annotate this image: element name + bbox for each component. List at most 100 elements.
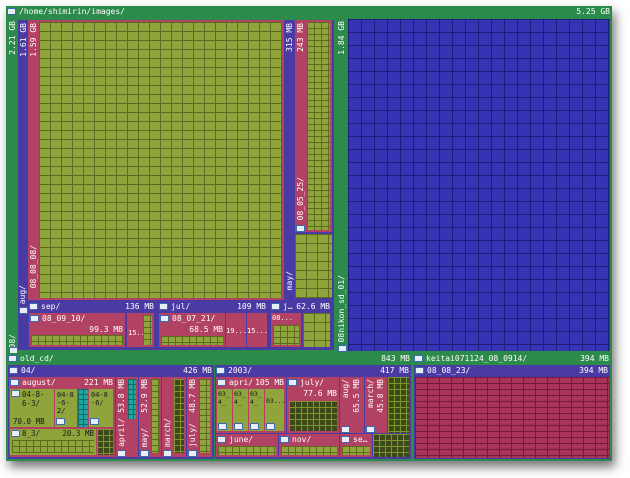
folder-name: sep/ bbox=[41, 302, 61, 311]
folder-icon bbox=[140, 450, 149, 457]
folder-header: sep/ bbox=[340, 434, 372, 445]
folder-may-04[interactable]: 52.9 MB may/ bbox=[139, 377, 161, 457]
folder-may[interactable]: 315 MB may/ 243 MB 08_05_25/ bbox=[284, 20, 334, 300]
folder-aug-03[interactable]: 65.5 MB aug/ bbox=[340, 377, 364, 433]
jun-header: jun/ 62.6 MB bbox=[270, 301, 332, 312]
folder-1-59gb[interactable]: 1.59 GB 08_08_08/ bbox=[28, 20, 284, 300]
folder-sep[interactable]: sep/ 136 MB 08_09_10/ 99.3 MB bbox=[28, 301, 156, 349]
folder-icon bbox=[30, 315, 39, 322]
image-files-grid bbox=[295, 234, 332, 298]
folder-header: 04/ 426 MB bbox=[8, 365, 214, 376]
folder-header: apri/ 105 MB bbox=[216, 377, 286, 388]
folder-name: may/ bbox=[140, 427, 149, 447]
folder-1-61gb[interactable]: 1.61 GB 1.59 GB 08_08_08/ aug/ 315 MB ma… bbox=[18, 20, 334, 350]
folder-name: 04-8-6/ bbox=[91, 391, 108, 407]
folder-size: 53.8 MB bbox=[117, 379, 126, 413]
folder-name: aug/ bbox=[341, 379, 350, 399]
image-files-grid bbox=[373, 434, 409, 457]
folder-truncated[interactable]: 19... bbox=[226, 313, 247, 347]
folder-08-07-21[interactable]: 08_07_21/ 68.5 MB bbox=[159, 313, 225, 347]
folder-size: 394 MB bbox=[579, 366, 608, 375]
image-files-grid bbox=[307, 22, 330, 230]
root-folder[interactable]: /home/shimirin/images/ 5.25 GB 2.21 GB 0… bbox=[6, 6, 612, 461]
folder-size: 20.3 MB bbox=[62, 429, 94, 438]
folder-truncated-2[interactable]: 15... bbox=[247, 313, 268, 347]
root-header: /home/shimirin/images/ 5.25 GB bbox=[6, 6, 612, 17]
folder-08-05-25[interactable]: 243 MB 08_05_25/ bbox=[295, 20, 332, 232]
folder-08-08-23[interactable]: 08_08_23/ 394 MB bbox=[414, 365, 610, 459]
folder-size: 77.6 MB bbox=[303, 389, 337, 398]
folder-jun[interactable]: jun/ 62.6 MB 08... bbox=[270, 301, 332, 349]
folder-august[interactable]: august/ 221 MB 04-8-6-3/ 70.0 MB 04-8-6-… bbox=[9, 377, 115, 457]
folder-icon bbox=[11, 430, 20, 437]
folder-label: 08_08_08/ bbox=[29, 244, 38, 288]
folder-july-04[interactable]: 48.7 MB july/ bbox=[187, 377, 212, 457]
folder-truncated[interactable]: 15... bbox=[127, 313, 154, 347]
folder-name: old_cd/ bbox=[20, 354, 54, 363]
image-files-grid bbox=[31, 335, 123, 345]
size-label: 315 MB bbox=[285, 23, 294, 52]
folder-june-03[interactable]: june/ bbox=[216, 434, 278, 457]
folder-03-4-27[interactable]: 03_4_ bbox=[233, 389, 248, 431]
folder-icon bbox=[414, 355, 423, 362]
folder-name: july/ bbox=[188, 422, 197, 447]
sep-header: sep/ 136 MB bbox=[28, 301, 156, 312]
folder-size: 48.7 MB bbox=[188, 379, 197, 413]
folder-april[interactable]: 53.8 MB april/ bbox=[116, 377, 138, 457]
folder-03-4-14b[interactable]: 03_4_ bbox=[249, 389, 264, 431]
folder-03-truncated[interactable]: 03... bbox=[265, 389, 286, 431]
folder-size: 221 MB bbox=[84, 378, 113, 387]
image-files-grid bbox=[151, 379, 159, 453]
folder-images-2-21gb[interactable]: 2.21 GB 08/ 1.61 GB 1.59 GB 08_08_08/ au… bbox=[7, 18, 335, 354]
folder-icon bbox=[366, 426, 375, 433]
folder-icon bbox=[271, 303, 280, 310]
folder-sep-03[interactable]: sep/ bbox=[340, 434, 372, 457]
folder-icon bbox=[117, 450, 126, 457]
folder-nov-03[interactable]: nov/ bbox=[279, 434, 339, 457]
folder-04-8-6-3[interactable]: 04-8-6-3/ 70.0 MB bbox=[10, 389, 54, 427]
folder-july-03[interactable]: july/ 77.6 MB bbox=[287, 377, 339, 433]
folder-keitai[interactable]: keitai071124_08_0914/ 394 MB 08_08_23/ 3… bbox=[413, 353, 611, 460]
folder-size-row: 77.6 MB bbox=[287, 388, 339, 399]
image-files-grid bbox=[199, 379, 210, 453]
folder-size: 843 MB bbox=[381, 354, 410, 363]
folder-04[interactable]: 04/ 426 MB august/ 221 MB 04-8-6-3/ 70.0… bbox=[8, 365, 214, 459]
folder-name: 08... bbox=[272, 314, 294, 322]
folder-size: 99.3 MB bbox=[89, 325, 123, 334]
folder-name: jun/ bbox=[283, 302, 296, 311]
folder-name: 03_4_ bbox=[218, 390, 230, 406]
folder-icon bbox=[218, 423, 227, 430]
folder-icon bbox=[415, 367, 424, 374]
folder-name: 2003/ bbox=[228, 366, 253, 375]
folder-08-09-10[interactable]: 08_09_10/ 99.3 MB bbox=[29, 313, 125, 347]
folder-2003[interactable]: 2003/ 417 MB apri/ 105 MB 03_4_ 03_4_ bbox=[215, 365, 411, 459]
folder-icon bbox=[216, 367, 225, 374]
folder-name: sep/ bbox=[353, 435, 372, 444]
folder-8-3[interactable]: 8_3/ 20.3 MB bbox=[10, 429, 96, 455]
folder-icon bbox=[19, 307, 28, 314]
folder-03-4-14[interactable]: 03_4_ bbox=[217, 389, 232, 431]
folder-march-03[interactable]: 45.8 MB march/ bbox=[365, 377, 387, 433]
jul-header: jul/ 109 MB bbox=[158, 301, 268, 312]
folder-08nikon-sd-01[interactable]: 1.84 GB 08nikon_sd_01/ bbox=[336, 18, 611, 352]
folder-old-cd[interactable]: old_cd/ 843 MB 04/ 426 MB august/ 221 MB bbox=[7, 353, 412, 460]
folder-label: may/ bbox=[285, 270, 294, 290]
folder-label: 08nikon_sd_01/ bbox=[337, 274, 346, 342]
folder-name: march/ bbox=[366, 379, 375, 408]
folder-04-8-6[interactable]: 04-8-6/ bbox=[89, 389, 113, 427]
image-files-grid bbox=[388, 377, 409, 433]
folder-apri[interactable]: apri/ 105 MB 03_4_ 03_4_ 03_4_ bbox=[216, 377, 286, 433]
folder-name: jul/ bbox=[171, 302, 191, 311]
image-files-grid bbox=[78, 389, 88, 427]
image-files-grid bbox=[273, 325, 299, 345]
folder-jul[interactable]: jul/ 109 MB 08_07_21/ 68.5 MB bbox=[158, 301, 268, 349]
folder-icon bbox=[29, 303, 38, 310]
folder-icon bbox=[188, 450, 197, 457]
folder-aug[interactable]: aug/ bbox=[18, 256, 28, 314]
folder-08-truncated[interactable]: 08... bbox=[271, 313, 301, 347]
folder-04-8-6-2[interactable]: 04-8-6-2/ bbox=[55, 389, 77, 427]
folder-icon bbox=[159, 303, 168, 310]
folder-march[interactable]: march/ bbox=[162, 377, 186, 457]
folder-icon bbox=[341, 436, 350, 443]
size-label: 243 MB bbox=[296, 23, 305, 52]
